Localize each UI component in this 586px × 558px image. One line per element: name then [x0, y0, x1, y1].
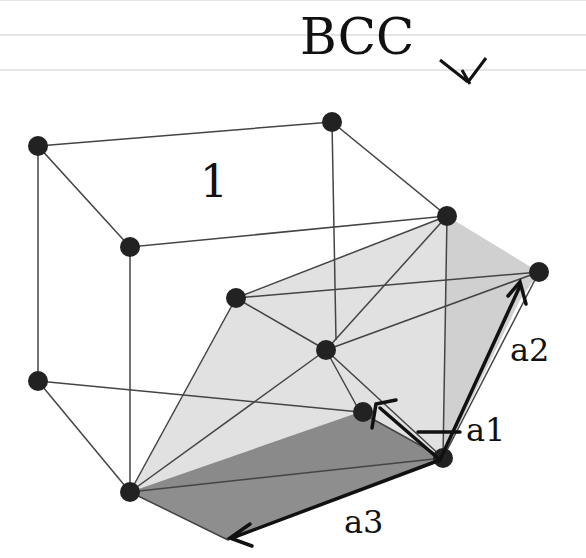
vector-label: a1 — [466, 414, 505, 446]
vector-label: a2 — [510, 334, 549, 366]
face-label: 1 — [200, 160, 228, 204]
title-label: BCC — [300, 12, 414, 62]
vector-label: a3 — [344, 506, 383, 538]
